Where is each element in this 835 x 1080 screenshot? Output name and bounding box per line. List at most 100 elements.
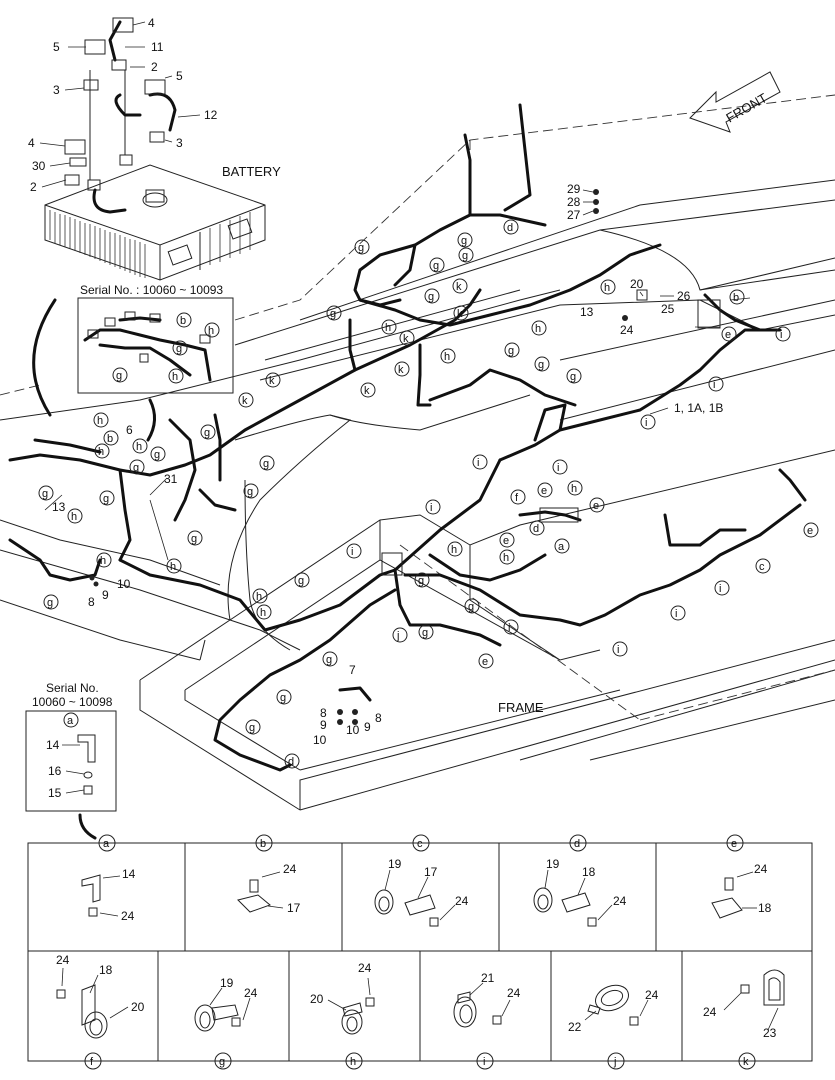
svg-text:g: g [47, 597, 53, 609]
svg-text:h: h [503, 552, 509, 564]
svg-text:k: k [743, 1056, 749, 1068]
callout-h-17: h [168, 368, 184, 384]
svg-text:g: g [468, 601, 474, 613]
callout-h-5: h [93, 412, 109, 428]
callout-g-23: g [322, 651, 338, 667]
callout-h-7: h [132, 438, 148, 454]
callout-k-4: k [394, 361, 410, 377]
callout-g-4: g [458, 247, 474, 263]
callout-h-16: h [204, 322, 220, 338]
svg-text:g: g [462, 250, 468, 262]
callout-g-16: g [243, 483, 259, 499]
part-6: 6 [126, 423, 133, 437]
main-part-labels: 29 28 27 20 26 25 24 13 1, 1A, 1B 6 31 1… [52, 182, 723, 747]
svg-text:h: h [98, 446, 104, 458]
serial-title-2: Serial No. [46, 681, 99, 695]
svg-text:b: b [260, 838, 266, 850]
part-26: 26 [677, 289, 691, 303]
svg-text:g: g [191, 533, 197, 545]
callout-h-4: h [440, 348, 456, 364]
detail-header-e: e [726, 834, 744, 852]
svg-text:g: g [103, 493, 109, 505]
svg-text:g: g [42, 488, 48, 500]
svg-text:g: g [249, 722, 255, 734]
svg-text:i: i [557, 462, 559, 474]
svg-text:c: c [417, 838, 423, 850]
svg-text:b: b [733, 292, 739, 304]
callout-e-1: e [721, 326, 737, 342]
part-7: 7 [349, 663, 356, 677]
svg-text:c: c [759, 561, 765, 573]
inset-a-part-14: 14 [46, 738, 60, 752]
serial-inset-2: a [25, 710, 117, 840]
svg-text:e: e [541, 485, 547, 497]
callout-e-5: e [803, 522, 819, 538]
svg-text:i: i [617, 644, 619, 656]
part-4-top: 4 [148, 16, 155, 30]
detail-k-part-23: 23 [763, 1026, 777, 1040]
svg-text:h: h [451, 544, 457, 556]
svg-text:i: i [645, 417, 647, 429]
svg-text:g: g [326, 654, 332, 666]
svg-text:h: h [256, 591, 262, 603]
callout-k-5: k [265, 372, 281, 388]
detail-d-part-24: 24 [613, 894, 627, 908]
svg-text:b: b [107, 433, 113, 445]
callout-h-12: h [166, 558, 182, 574]
callout-g-24: g [276, 689, 292, 705]
svg-text:a: a [67, 715, 74, 727]
callout-k-6: k [360, 382, 376, 398]
callout-b-3: b [176, 312, 192, 328]
part-11: 11 [151, 40, 164, 54]
svg-text:d: d [533, 523, 539, 535]
svg-text:h: h [100, 555, 106, 567]
callout-g-11: g [259, 455, 275, 471]
svg-text:h: h [97, 415, 103, 427]
svg-text:j: j [613, 1056, 616, 1068]
part-13-main: 13 [580, 305, 594, 319]
svg-text:h: h [604, 282, 610, 294]
main-harnesses [8, 103, 807, 772]
callout-d-1: d [503, 219, 519, 235]
serial-range-2: 10060 ~ 10098 [32, 695, 113, 709]
callout-h-9: h [567, 480, 583, 496]
detail-footer-i: i [476, 1052, 494, 1070]
callout-i-10: i [503, 619, 519, 635]
inset-a-part-16: 16 [48, 764, 62, 778]
callout-k-1: k [452, 278, 468, 294]
svg-text:i: i [483, 1056, 485, 1068]
svg-text:g: g [418, 575, 424, 587]
serial-range-1: Serial No. : 10060 ~ 10093 [80, 283, 223, 297]
svg-text:g: g [428, 291, 434, 303]
callout-h-3: h [531, 320, 547, 336]
serial-inset-1 [77, 297, 234, 394]
callout-g-2: g [354, 239, 370, 255]
svg-text:g: g [247, 486, 253, 498]
callout-h-2: h [381, 319, 397, 335]
callout-k-7: k [238, 392, 254, 408]
callout-g-7: g [504, 342, 520, 358]
inset-a-part-15: 15 [48, 786, 62, 800]
detail-a-part-14: 14 [122, 867, 136, 881]
inset-pointer-curve [32, 298, 57, 417]
detail-header-c: c [412, 834, 430, 852]
callout-i-2: i [708, 376, 724, 392]
callout-g-10: g [200, 424, 216, 440]
detail-b-part-17: 17 [287, 901, 301, 915]
detail-header-a: a [98, 834, 116, 852]
svg-text:k: k [242, 395, 248, 407]
callout-e-6: e [478, 653, 494, 669]
detail-c-part-19: 19 [388, 857, 402, 871]
svg-text:j: j [396, 630, 399, 642]
detail-a-part-24: 24 [121, 909, 135, 923]
svg-text:e: e [731, 838, 737, 850]
svg-text:h: h [172, 371, 178, 383]
svg-text:g: g [263, 458, 269, 470]
part-25: 25 [661, 302, 675, 316]
svg-text:i: i [780, 329, 782, 341]
callout-g-15: g [99, 490, 115, 506]
detail-header-d: d [569, 834, 587, 852]
part-2-left: 2 [30, 180, 37, 194]
callout-k-2: k [453, 305, 469, 321]
svg-text:g: g [154, 449, 160, 461]
